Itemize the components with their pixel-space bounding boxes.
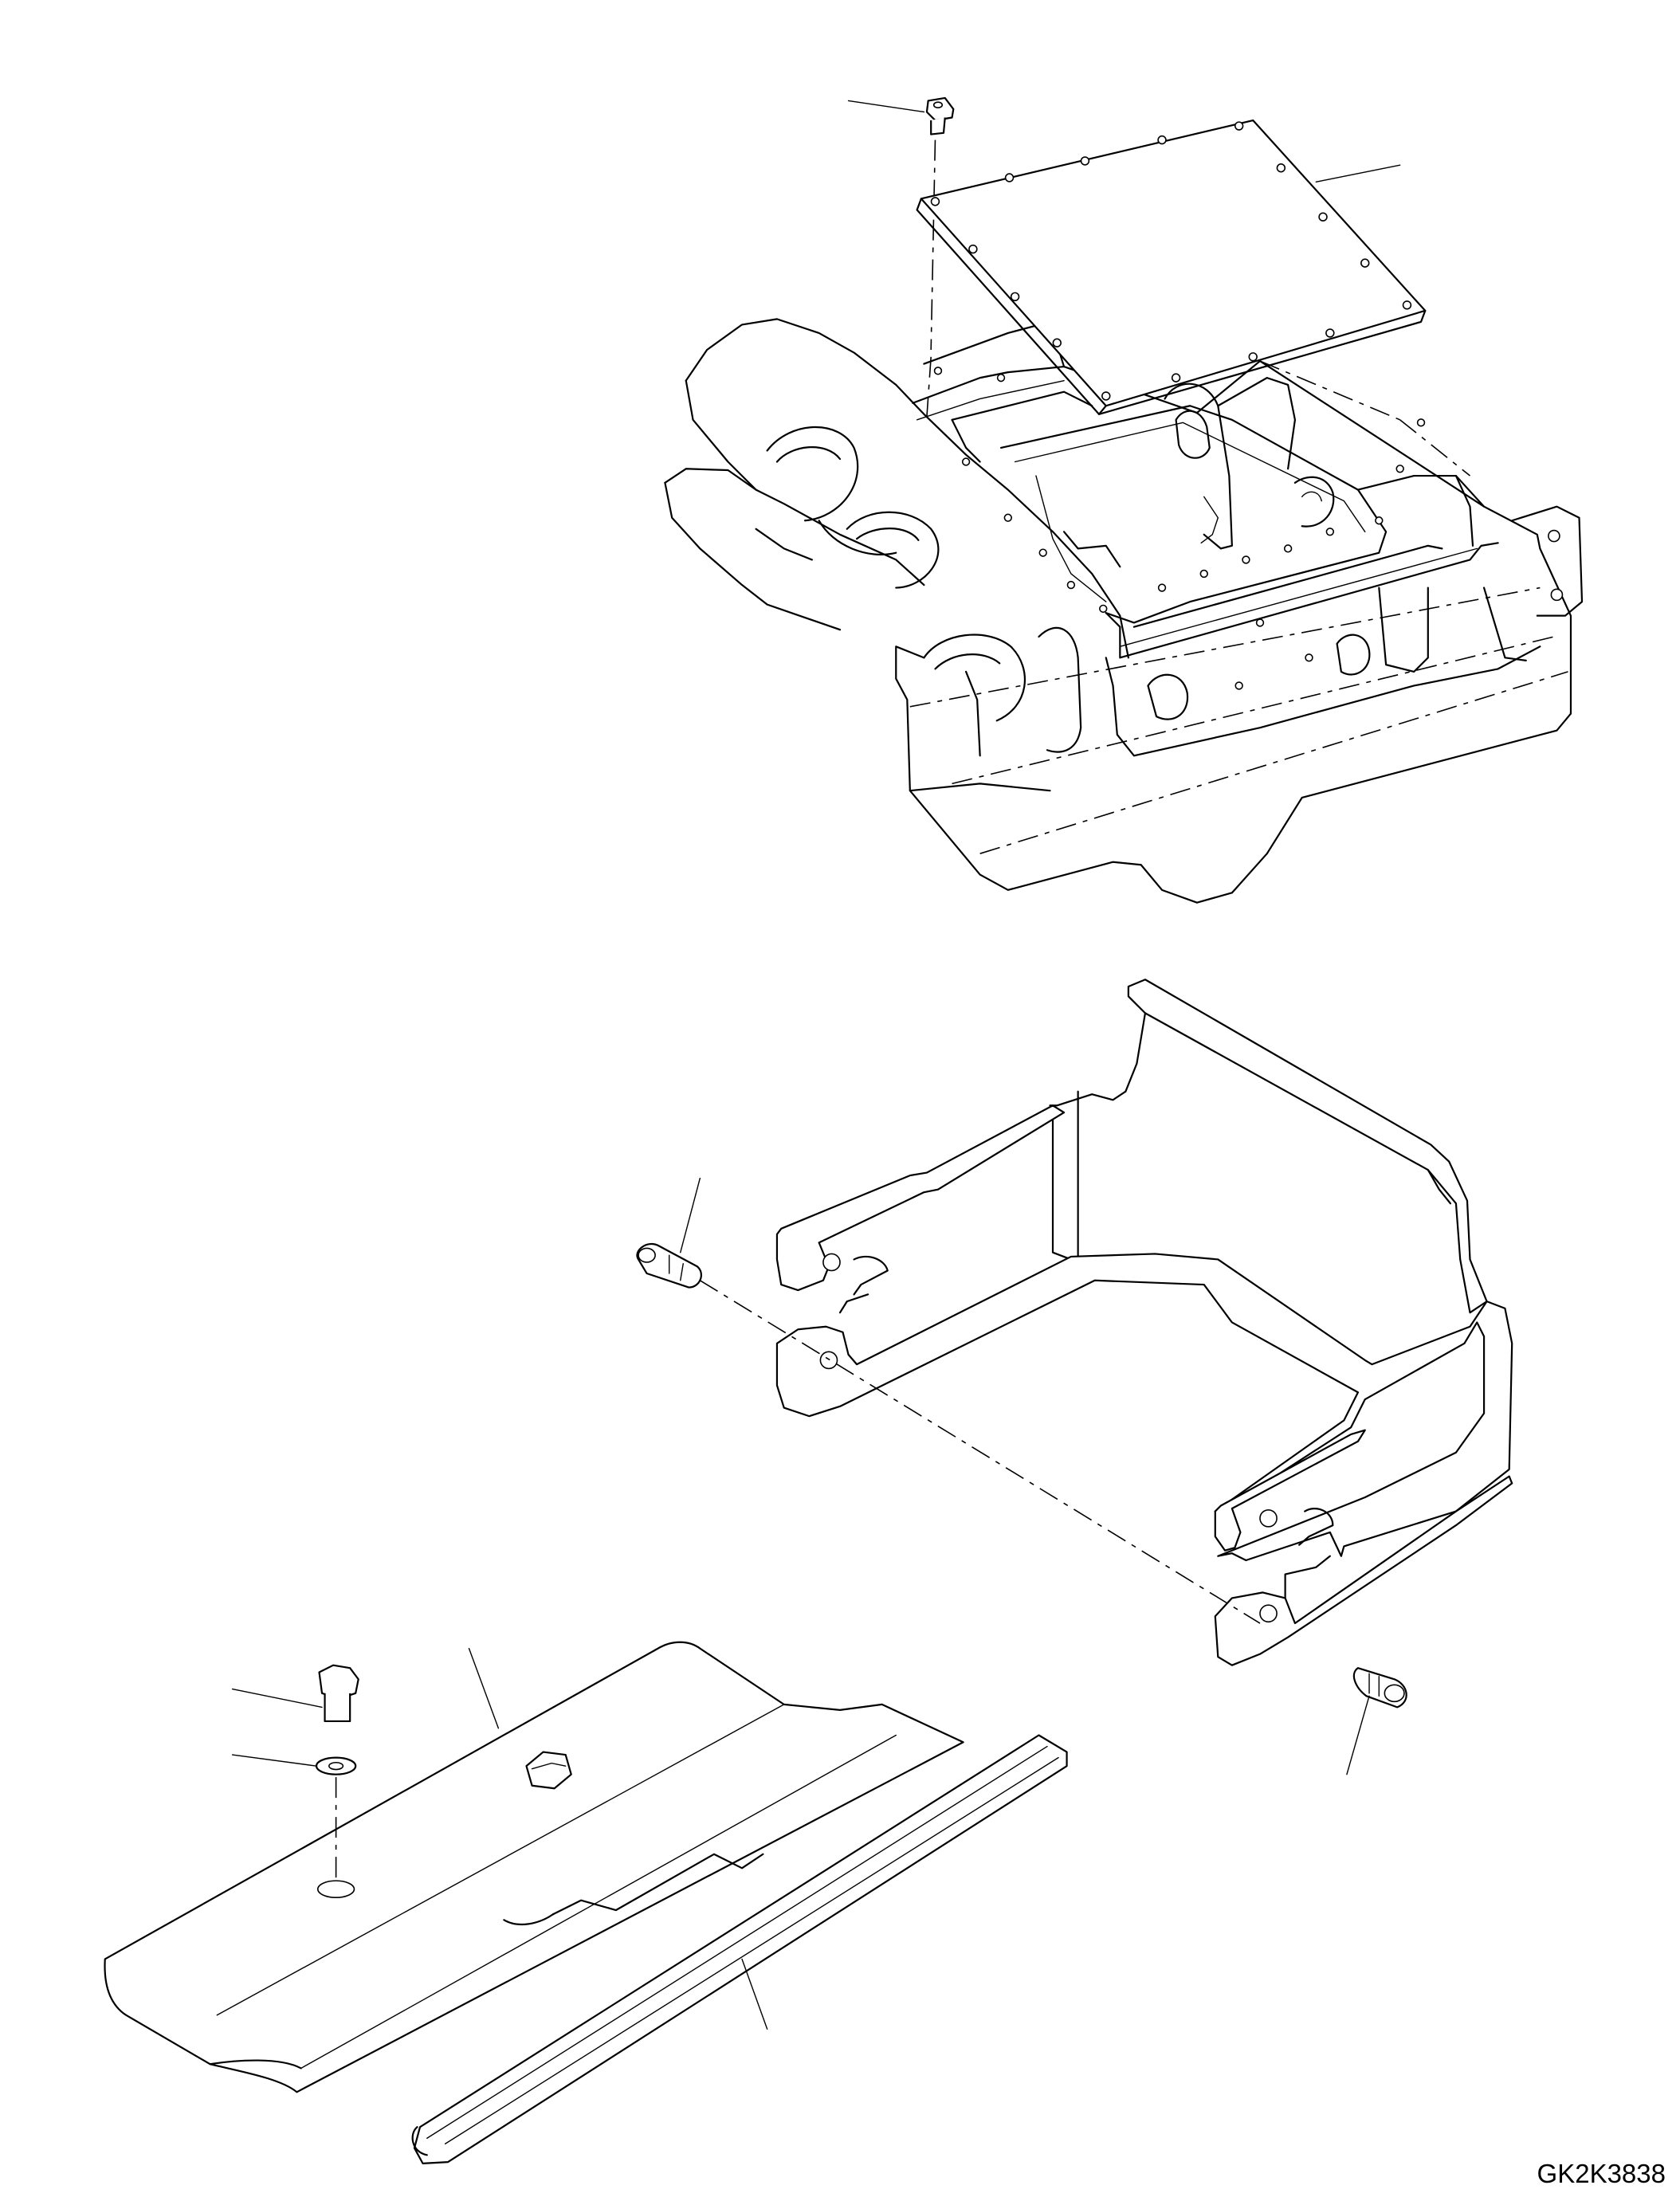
cover-alignment-line	[927, 140, 936, 418]
washer	[233, 1755, 356, 1882]
track-frame	[665, 319, 1582, 902]
guard-mounting-bolt-left	[637, 1179, 1260, 1623]
cover-mounting-bolt	[849, 98, 954, 135]
guard-mounting-bolt-right	[1347, 1668, 1407, 1774]
step-plate	[104, 1642, 963, 2093]
frame-centerline	[1260, 361, 1470, 476]
rubber-edge-strip	[413, 1736, 1067, 2164]
inspection-cover-plate	[917, 120, 1426, 414]
bracket-guard	[777, 979, 1512, 1665]
hex-bolt	[233, 1665, 359, 1721]
figure-code: GK2K3838	[1537, 2159, 1666, 2188]
